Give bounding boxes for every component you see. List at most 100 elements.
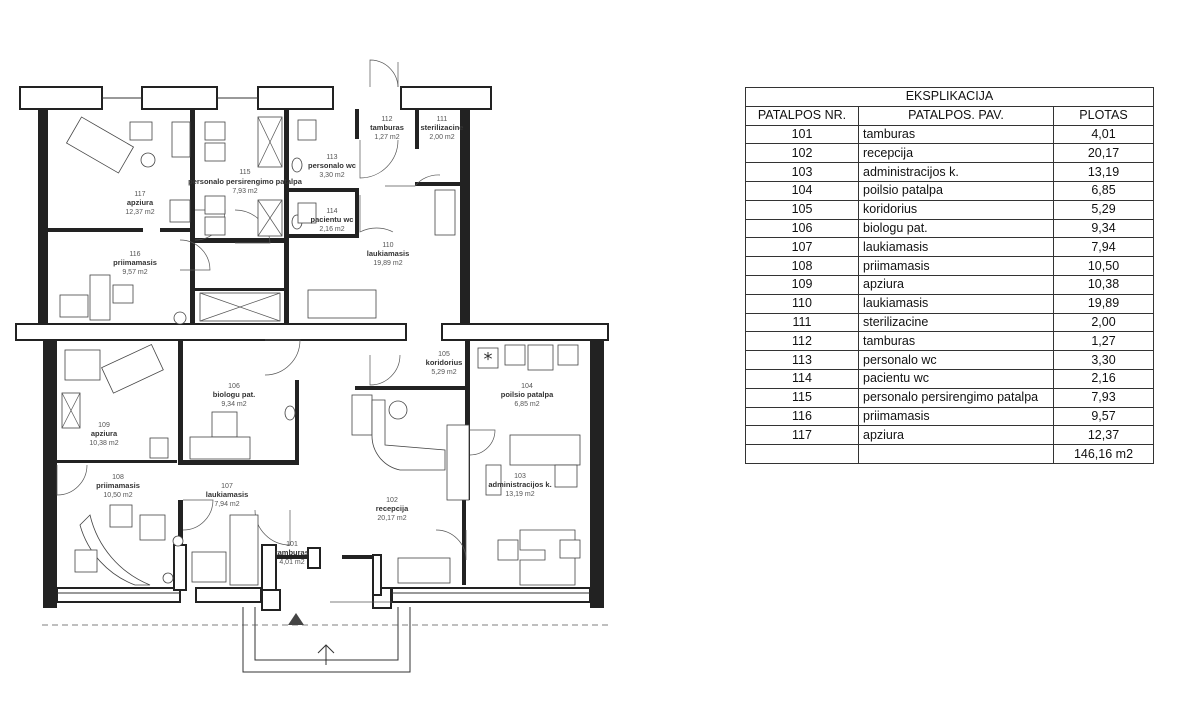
room-name-cell: koridorius (858, 199, 1054, 220)
room-name-cell: apziura (858, 274, 1054, 295)
room-name-cell: recepcija (858, 143, 1054, 164)
svg-text:117: 117 (134, 191, 145, 198)
room-name-cell: poilsio patalpa (858, 180, 1054, 201)
svg-text:administracijos k.: administracijos k. (488, 480, 551, 489)
room-label-114: 114 pacientu wc 2,16 m2 (311, 208, 354, 233)
svg-text:110: 110 (382, 242, 393, 249)
asterisk-icon: * (477, 347, 499, 370)
room-number-cell: 111 (745, 312, 859, 333)
header-area: PLOTAS (1053, 105, 1154, 126)
svg-text:12,37 m2: 12,37 m2 (125, 209, 154, 216)
room-number-cell: 115 (745, 387, 859, 408)
svg-text:pacientu wc: pacientu wc (311, 215, 354, 224)
room-name-cell: laukiamasis (858, 237, 1054, 258)
svg-text:recepcija: recepcija (376, 504, 409, 513)
room-area-cell: 10,50 (1053, 256, 1154, 276)
room-label-105: 105 koridorius 5,29 m2 (426, 351, 463, 376)
entrance-arrow-icon (317, 644, 335, 665)
header-room-name: PATALPOS. PAV. (858, 105, 1054, 126)
north-triangle-icon (288, 613, 304, 625)
svg-text:personalo persirengimo patalpa: personalo persirengimo patalpa (188, 177, 303, 186)
room-label-102: 102 recepcija 20,17 m2 (376, 497, 409, 522)
furniture (59, 116, 581, 586)
room-name-cell: personalo wc (858, 350, 1054, 370)
svg-text:personalo wc: personalo wc (308, 161, 356, 170)
room-area-cell: 1,27 (1053, 331, 1154, 352)
room-label-106: 106 biologu pat. 9,34 m2 (213, 383, 256, 408)
table-title: EKSPLIKACIJA (745, 87, 1154, 107)
svg-text:104: 104 (521, 383, 533, 390)
room-label-111: 111 sterilizacine 2,00 m2 (421, 116, 464, 141)
svg-text:4,01 m2: 4,01 m2 (279, 559, 304, 566)
room-number-cell: 109 (745, 274, 859, 295)
svg-text:106: 106 (228, 383, 240, 390)
room-area-cell: 9,34 (1053, 218, 1154, 239)
room-name-cell: apziura (858, 425, 1054, 446)
svg-text:7,93 m2: 7,93 m2 (232, 188, 257, 195)
svg-text:tamburas: tamburas (275, 548, 309, 557)
svg-text:koridorius: koridorius (426, 358, 463, 367)
room-name-cell: pacientu wc (858, 368, 1054, 389)
room-label-107: 107 laukiamasis 7,94 m2 (206, 483, 249, 508)
room-label-109: 109 apziura 10,38 m2 (89, 422, 118, 447)
room-label-110: 110 laukiamasis 19,89 m2 (367, 242, 410, 267)
room-label-101: 101 tamburas 4,01 m2 (275, 541, 309, 566)
upper-block-walls (15, 86, 609, 341)
room-area-cell: 6,85 (1053, 180, 1154, 201)
svg-text:2,16 m2: 2,16 m2 (319, 226, 344, 233)
room-number-cell: 117 (745, 425, 859, 446)
room-number-cell: 113 (745, 350, 859, 370)
room-label-116: 116 priimamasis 9,57 m2 (113, 251, 157, 276)
header-room-number: PATALPOS NR. (745, 105, 859, 126)
explication-table: EKSPLIKACIJA PATALPOS NR. PATALPOS. PAV.… (745, 87, 1154, 464)
room-area-cell: 4,01 (1053, 124, 1154, 145)
room-label-117: 117 apziura 12,37 m2 (125, 191, 154, 216)
room-number-cell: 108 (745, 256, 859, 276)
svg-text:9,34 m2: 9,34 m2 (221, 401, 246, 408)
room-area-cell: 2,16 (1053, 368, 1154, 389)
room-area-cell: 7,94 (1053, 237, 1154, 258)
room-area-cell: 12,37 (1053, 425, 1154, 446)
room-name-cell: priimamasis (858, 406, 1054, 427)
svg-text:13,19 m2: 13,19 m2 (505, 491, 534, 498)
room-name-cell: sterilizacine (858, 312, 1054, 333)
room-number-cell: 101 (745, 124, 859, 145)
total-area: 146,16 m2 (1053, 444, 1154, 464)
room-name-cell: biologu pat. (858, 218, 1054, 239)
svg-text:sterilizacine: sterilizacine (421, 123, 464, 132)
svg-text:3,30 m2: 3,30 m2 (319, 172, 344, 179)
entrance (42, 601, 608, 673)
svg-text:108: 108 (112, 474, 124, 481)
svg-text:laukiamasis: laukiamasis (367, 249, 410, 258)
svg-text:priimamasis: priimamasis (96, 481, 140, 490)
svg-text:111: 111 (437, 116, 448, 123)
svg-text:113: 113 (326, 154, 337, 161)
room-name-cell: administracijos k. (858, 162, 1054, 182)
room-area-cell: 9,57 (1053, 406, 1154, 427)
svg-text:112: 112 (381, 116, 392, 123)
svg-text:101: 101 (286, 541, 298, 548)
room-name-cell: laukiamasis (858, 293, 1054, 314)
svg-text:19,89 m2: 19,89 m2 (373, 260, 402, 267)
svg-text:10,50 m2: 10,50 m2 (103, 492, 132, 499)
svg-text:*: * (484, 349, 493, 370)
svg-text:116: 116 (129, 251, 140, 258)
svg-text:biologu pat.: biologu pat. (213, 390, 256, 399)
svg-text:tamburas: tamburas (370, 123, 404, 132)
room-area-cell: 19,89 (1053, 293, 1154, 314)
svg-text:apziura: apziura (91, 429, 118, 438)
svg-text:109: 109 (98, 422, 110, 429)
svg-text:10,38 m2: 10,38 m2 (89, 440, 118, 447)
